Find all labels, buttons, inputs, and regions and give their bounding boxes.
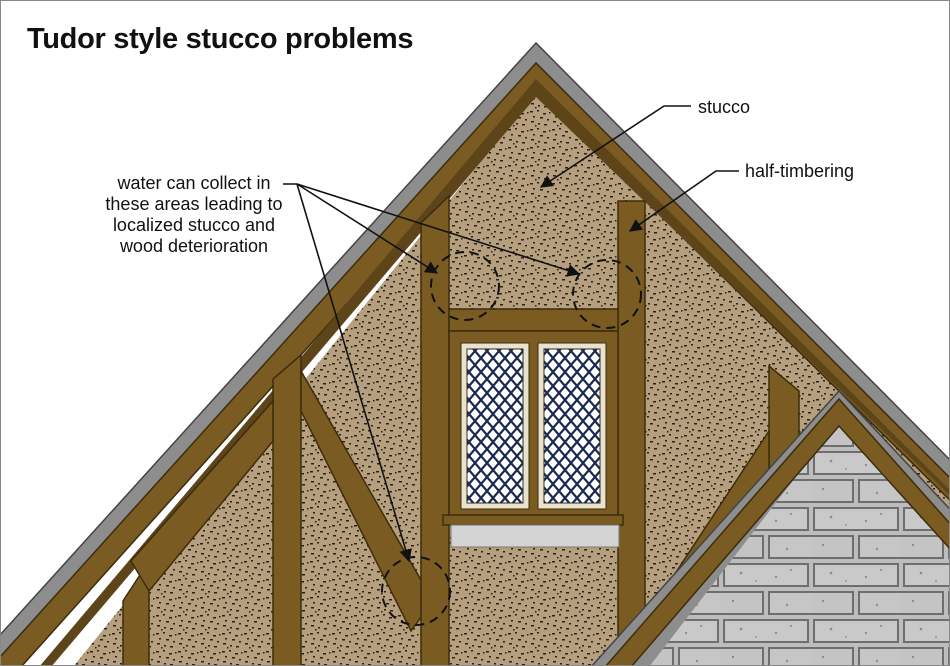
- label-stucco: stucco: [698, 97, 751, 117]
- diagram-title: Tudor style stucco problems: [27, 23, 414, 55]
- water-label-line: wood deterioration: [119, 236, 269, 256]
- leader-lines: [283, 105, 739, 563]
- problem-zone-circles: [381, 251, 642, 626]
- water-label-line: localized stucco and: [112, 215, 276, 235]
- window-sill: [442, 514, 624, 548]
- problem-zone-lower-left: [381, 556, 451, 626]
- leaded-window: [460, 342, 607, 510]
- problem-zone-upper-right: [572, 259, 642, 329]
- left-timbers: [122, 194, 450, 665]
- label-half-timbering: half-timbering: [745, 161, 855, 181]
- water-label-line: these areas leading to: [105, 194, 283, 214]
- stucco-leader: [539, 105, 691, 188]
- bargeboards: [1, 61, 949, 665]
- water-label-line: water can collect in: [117, 173, 271, 193]
- water-leader-3: [296, 183, 412, 563]
- problem-zone-upper-left: [430, 251, 500, 321]
- stone-gable: [591, 389, 949, 665]
- water-leader-2: [296, 183, 581, 277]
- half-timbering-leader: [628, 170, 739, 232]
- label-water-collection: water can collect in these areas leading…: [94, 173, 294, 257]
